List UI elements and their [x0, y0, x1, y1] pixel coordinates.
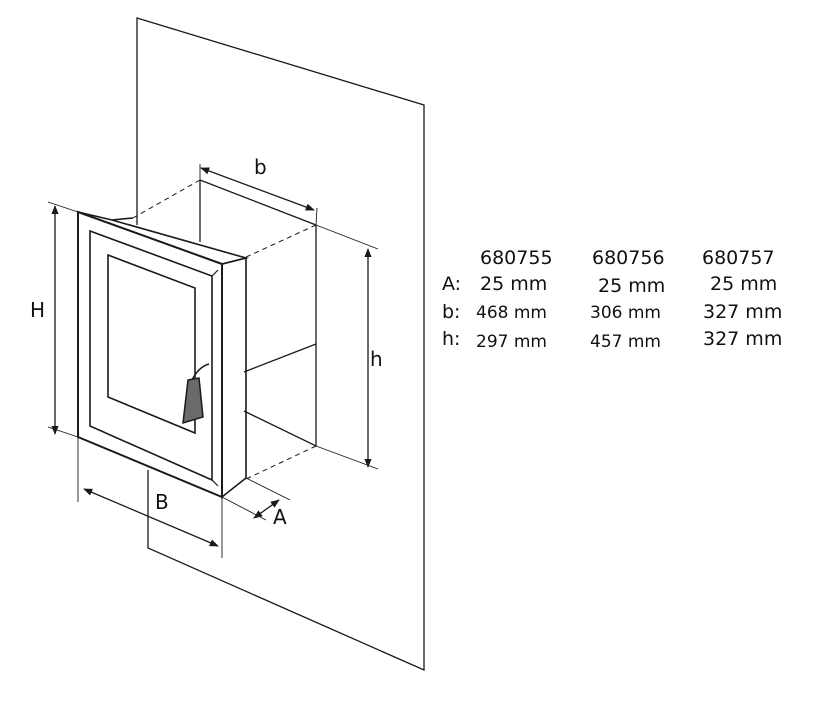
row-label-b: b:	[442, 301, 460, 323]
label-B: B	[155, 490, 169, 514]
cell-h-2: 457 mm	[590, 332, 661, 352]
row-label-A: A:	[442, 273, 461, 295]
cell-b-3: 327 mm	[703, 301, 782, 323]
model-header-1: 680755	[480, 247, 553, 269]
row-label-h: h:	[442, 328, 460, 350]
cell-b-2: 306 mm	[590, 303, 661, 323]
cell-A-1: 25 mm	[480, 273, 547, 295]
label-H: H	[30, 298, 45, 322]
door-handle-icon	[182, 363, 210, 425]
label-h: h	[370, 347, 383, 371]
cell-A-2: 25 mm	[598, 275, 665, 297]
model-header-2: 680756	[592, 247, 665, 269]
cell-b-1: 468 mm	[476, 303, 547, 323]
dimension-A-arrow	[253, 499, 280, 519]
recess-hidden-edges	[132, 179, 317, 481]
dimension-arrows	[51, 167, 372, 547]
dimension-b-arrow	[200, 167, 315, 211]
cell-h-3: 327 mm	[703, 328, 782, 350]
cell-A-3: 25 mm	[710, 273, 777, 295]
door-frame	[77, 210, 223, 499]
dimension-B-arrow	[83, 488, 219, 547]
label-A: A	[273, 505, 287, 529]
dimension-table: 680755 680756 680757 A: 25 mm 25 mm 25 m…	[442, 247, 782, 352]
cell-h-1: 297 mm	[476, 332, 547, 352]
model-header-3: 680757	[702, 247, 775, 269]
label-b: b	[254, 155, 267, 179]
